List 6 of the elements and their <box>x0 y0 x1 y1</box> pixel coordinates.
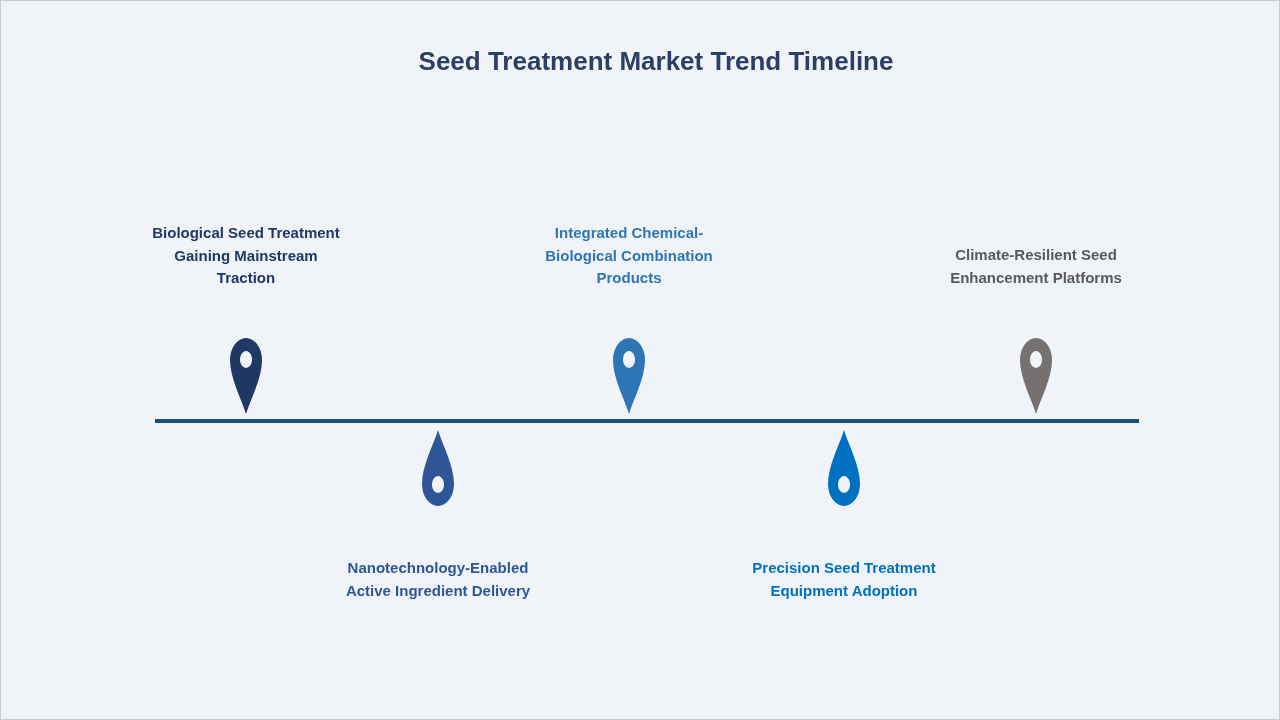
milestone-label: Biological Seed Treatment Gaining Mainstream Traction <box>151 222 341 288</box>
chart-title: Seed Treatment Market Trend Timeline <box>418 46 894 76</box>
milestone-label: Climate-Resilient Seed Enhancement Platforms <box>949 245 1123 288</box>
milestone-label: Precision Seed Treatment Equipment Adoption <box>751 558 937 601</box>
milestone-label: Integrated Chemical-Biological Combination Products <box>544 222 714 288</box>
milestone-label: Nanotechnology-Enabled Active Ingredient Delivery <box>344 558 532 601</box>
